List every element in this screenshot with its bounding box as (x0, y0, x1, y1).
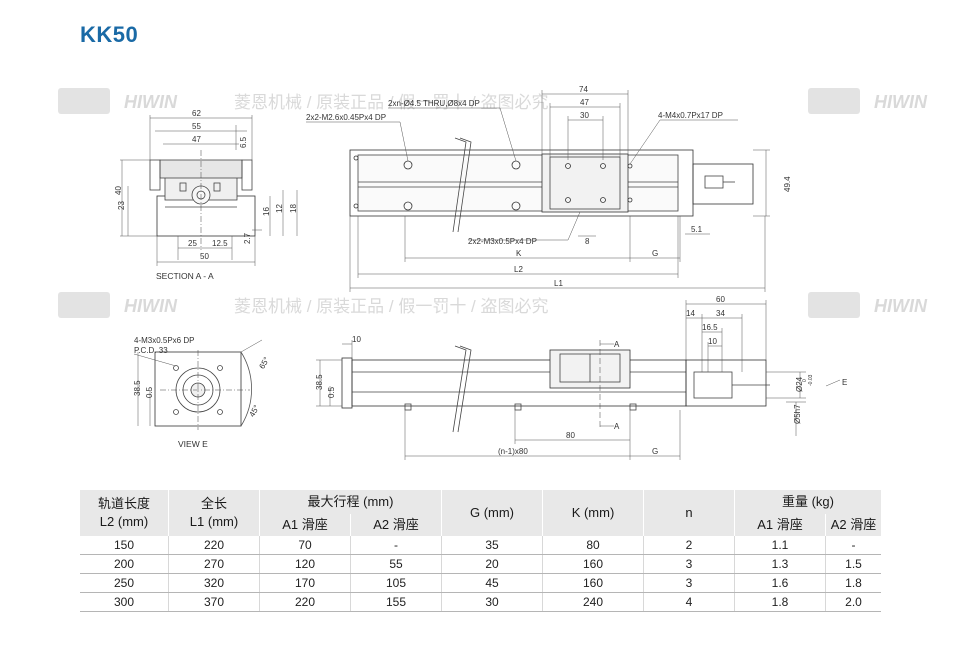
view-e-callout-2: P.C.D. 33 (134, 346, 168, 355)
view-e: 4-M3x0.5Px6 DP P.C.D. 33 38.5 0.5 65° 45… (133, 336, 271, 449)
svg-text:30: 30 (580, 111, 589, 120)
svg-text:(n-1)x80: (n-1)x80 (498, 447, 528, 456)
front-view: 10 38.5 0.5 60 14 34 16.5 10 Ø24 Ø5h7 0 … (315, 295, 847, 460)
svg-text:47: 47 (580, 98, 589, 107)
svg-text:0.5: 0.5 (327, 386, 336, 398)
col-stroke-a1: A1 滑座 (259, 514, 351, 536)
watermark-brand: HIWIN (124, 296, 178, 316)
technical-drawing: HIWIN 菱恩机械 / 原装正品 / 假一罚十 / 盗图必究 HIWIN HI… (58, 85, 928, 460)
svg-text:2.7: 2.7 (243, 232, 252, 244)
callout-end-holes: 2x2-M2.6x0.45Px4 DP (306, 113, 386, 122)
svg-text:0.5: 0.5 (145, 386, 154, 398)
svg-text:10: 10 (708, 337, 717, 346)
svg-text:18: 18 (289, 204, 298, 213)
svg-text:L1: L1 (554, 279, 563, 288)
watermark: HIWIN 菱恩机械 / 原装正品 / 假一罚十 / 盗图必究 HIWIN HI… (58, 88, 928, 318)
col-weight-a2: A2 滑座 (825, 514, 881, 536)
svg-text:K: K (516, 249, 522, 258)
section-view: 62 55 47 6.5 40 23 16 12 18 25 12.5 50 2… (114, 109, 298, 281)
svg-text:12.5: 12.5 (212, 239, 228, 248)
svg-text:G: G (652, 249, 658, 258)
top-view: 2xn-Ø4.5 THRU,Ø8x4 DP 2x2-M2.6x0.45Px4 D… (306, 85, 792, 292)
svg-text:47: 47 (192, 135, 201, 144)
svg-text:5.1: 5.1 (691, 225, 703, 234)
col-g: G (mm) (441, 490, 543, 536)
watermark-brand: HIWIN (874, 296, 928, 316)
callout-slider-holes: 4-M4x0.7Px17 DP (658, 111, 723, 120)
svg-text:14: 14 (686, 309, 695, 318)
page-title: KK50 (80, 22, 139, 47)
svg-text:38.5: 38.5 (315, 374, 324, 390)
watermark-brand: HIWIN (124, 92, 178, 112)
svg-text:8: 8 (585, 237, 590, 246)
svg-text:62: 62 (192, 109, 201, 118)
callout-mount-holes: 2xn-Ø4.5 THRU,Ø8x4 DP (388, 99, 480, 108)
svg-text:Ø24: Ø24 (795, 376, 804, 392)
watermark-brand: HIWIN (874, 92, 928, 112)
svg-text:A: A (614, 340, 620, 349)
tolerance-upper: 0 (802, 379, 808, 382)
section-caption: SECTION A - A (156, 271, 214, 281)
view-e-caption: VIEW E (178, 439, 208, 449)
svg-text:G: G (652, 447, 658, 456)
view-e-callout-1: 4-M3x0.5Px6 DP (134, 336, 194, 345)
svg-text:55: 55 (192, 122, 201, 131)
col-weight-a1: A1 滑座 (734, 514, 826, 536)
svg-text:L2: L2 (514, 265, 523, 274)
svg-text:10: 10 (352, 335, 361, 344)
svg-text:74: 74 (579, 85, 588, 94)
svg-text:6.5: 6.5 (239, 136, 248, 148)
callout-slider-bottom: 2x2-M3x0.5Px4 DP (468, 237, 537, 246)
svg-text:49.4: 49.4 (783, 176, 792, 192)
col-k: K (mm) (542, 490, 644, 536)
col-weight: 重量 (kg) (734, 490, 881, 514)
svg-text:12: 12 (275, 204, 284, 213)
col-stroke-a2: A2 滑座 (350, 514, 442, 536)
tolerance-lower: -0.03 (808, 374, 814, 386)
watermark-slogan: 菱恩机械 / 原装正品 / 假一罚十 / 盗图必究 (234, 297, 549, 316)
svg-text:34: 34 (716, 309, 725, 318)
svg-text:E: E (842, 378, 847, 387)
svg-text:16.5: 16.5 (702, 323, 718, 332)
svg-text:65°: 65° (257, 355, 271, 370)
svg-text:A: A (614, 422, 620, 431)
svg-text:50: 50 (200, 252, 209, 261)
svg-text:40: 40 (114, 186, 123, 195)
col-n: n (643, 490, 735, 536)
svg-text:16: 16 (262, 207, 271, 216)
col-stroke: 最大行程 (mm) (259, 490, 442, 514)
svg-text:23: 23 (117, 201, 126, 210)
svg-text:25: 25 (188, 239, 197, 248)
svg-text:38.5: 38.5 (133, 380, 142, 396)
svg-text:80: 80 (566, 431, 575, 440)
svg-text:60: 60 (716, 295, 725, 304)
svg-text:Ø5h7: Ø5h7 (793, 404, 802, 424)
watermark-slogan: 菱恩机械 / 原装正品 / 假一罚十 / 盗图必究 (234, 93, 549, 112)
